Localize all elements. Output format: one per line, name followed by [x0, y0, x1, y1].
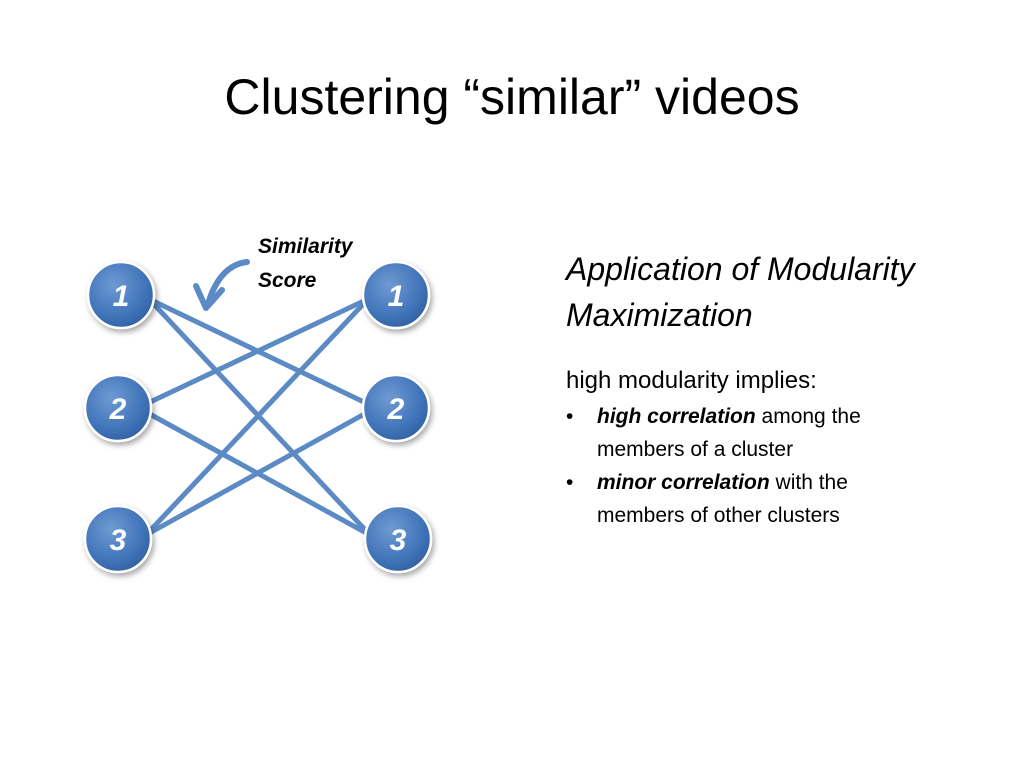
edge-left-2-to-right-1: [143, 296, 371, 407]
right-node-label: 1: [388, 280, 405, 313]
left-node-circle: [83, 373, 153, 443]
callout-arrowhead: [193, 283, 225, 311]
slide-title: Clustering “similar” videos: [224, 69, 800, 125]
bullet-item-minor-correlation: • minor correlation with the members of …: [566, 466, 1021, 532]
bullet-rest: with the: [769, 471, 848, 494]
right-node-1: 1: [361, 260, 431, 330]
explanation-panel: Application of Modularity Maximization h…: [566, 246, 1021, 532]
edge-group: [143, 296, 373, 538]
right-node-circle: [361, 373, 431, 443]
right-node-circle: [363, 504, 433, 574]
left-node-label: 2: [109, 393, 127, 426]
bullet-marker: •: [566, 471, 574, 494]
edge-left-3-to-right-1: [143, 296, 371, 538]
right-node-label: 3: [390, 524, 407, 557]
left-node-label: 3: [110, 524, 127, 557]
left-node-label: 1: [113, 280, 130, 313]
bullet-line-1: high correlation among the: [597, 400, 1021, 433]
edge-left-3-to-right-2: [143, 409, 371, 538]
callout-arrow: [205, 259, 250, 307]
bullet-bold: high correlation: [597, 405, 756, 428]
heading: Application of Modularity Maximization: [566, 246, 1021, 338]
bullet-line-2: members of other clusters: [597, 504, 840, 527]
bullet-item-high-correlation: • high correlation among the members of …: [566, 400, 1021, 466]
bullet-marker: •: [566, 405, 574, 428]
bullet-line-1: minor correlation with the: [597, 466, 1021, 499]
left-node-2: 2: [83, 373, 153, 443]
callout-line-1: Similarity: [258, 235, 353, 258]
left-node-3: 3: [83, 504, 153, 574]
left-node-circle: [86, 260, 156, 330]
bullet-bold: minor correlation: [597, 471, 770, 494]
right-node-2: 2: [361, 373, 431, 443]
bullet-line-2: members of a cluster: [597, 438, 794, 461]
callout-line-2: Score: [258, 269, 317, 292]
left-node-circle: [83, 504, 153, 574]
bullet-list: • high correlation among the members of …: [566, 400, 1021, 532]
heading-line-1: Application of Modularity: [566, 251, 915, 287]
similarity-score-callout: Similarity Score: [258, 230, 353, 298]
right-node-circle: [361, 260, 431, 330]
heading-line-2: Maximization: [566, 297, 753, 333]
left-node-1: 1: [86, 260, 156, 330]
node-group: 1 2 3 1 2 3: [83, 260, 433, 574]
intro-text: high modularity implies:: [566, 367, 817, 394]
bullet-rest: among the: [755, 405, 861, 428]
right-node-label: 2: [387, 393, 405, 426]
right-node-3: 3: [363, 504, 433, 574]
